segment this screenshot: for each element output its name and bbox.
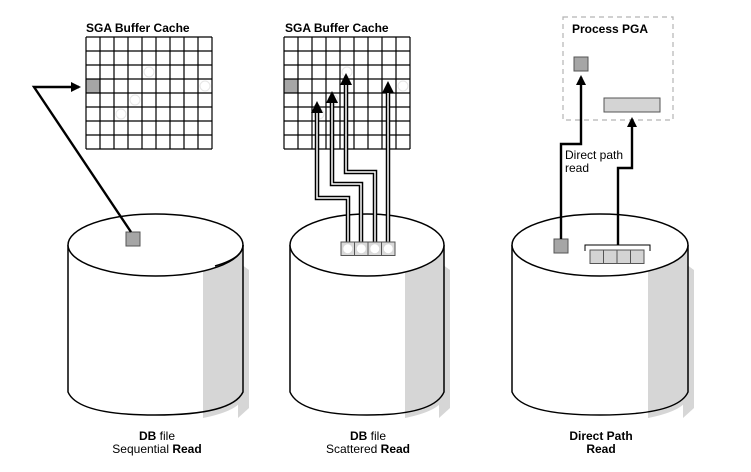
caption-line-1: Direct Path: [569, 429, 632, 443]
cylinder-top: [67, 213, 244, 277]
direct-path-arrow-single: [559, 74, 587, 239]
cache-title: SGA Buffer Cache: [86, 21, 190, 35]
cylinder-body: [289, 245, 445, 416]
free-buffer-slot: [115, 108, 127, 120]
pga-multiblock-buffer: [603, 97, 661, 113]
cylinder-shade: [405, 245, 444, 418]
free-buffer-slot: [143, 66, 155, 78]
caption-line-2: Scattered Read: [326, 442, 410, 456]
disk-block: [125, 231, 141, 247]
scattered-read-arrowheads: [311, 73, 394, 113]
block-marker: [343, 244, 353, 254]
disk-block: [630, 249, 645, 264]
disk-block: [589, 249, 604, 264]
cylinder-shade: [203, 245, 243, 418]
cylinder-body: [511, 245, 689, 416]
block-marker: [370, 244, 380, 254]
arrow-head: [311, 101, 323, 113]
process-pga-box: [562, 16, 674, 121]
caption-line-1: DB file: [139, 429, 175, 443]
multiblock-read-group: [589, 249, 645, 264]
arrow-head: [340, 73, 352, 85]
sequential-read-arrow: [31, 81, 132, 233]
cylinder-shade: [648, 245, 688, 418]
arrow-label-line-1: Direct path: [565, 148, 623, 162]
block-marker: [356, 244, 366, 254]
sga-buffer-cache-grid: [283, 36, 411, 150]
sga-buffer-cache-grid: [85, 36, 213, 150]
direct-path-arrow-multi: [616, 116, 638, 245]
disk-block: [603, 249, 618, 264]
free-buffer-slot: [397, 80, 409, 92]
arrow-head: [382, 81, 394, 93]
pga-title: Process PGA: [572, 22, 648, 36]
cylinder-body: [67, 245, 244, 416]
free-buffer-slot: [129, 94, 141, 106]
cached-block: [86, 79, 100, 93]
db-file-cylinder: [67, 213, 249, 418]
free-buffer-slot: [199, 80, 211, 92]
panel-scattered-read: SGA Buffer Cache DB file Scattered Read: [283, 21, 450, 456]
panel-sequential-read: SGA Buffer Cache DB file Sequential Read: [31, 21, 249, 456]
disk-block: [553, 238, 569, 254]
disk-block: [616, 249, 631, 264]
arrow-head: [326, 91, 338, 103]
caption-line-2: Sequential Read: [112, 442, 201, 456]
multiblock-read-group: [340, 241, 396, 256]
caption-line-2: Read: [586, 442, 615, 456]
cache-title: SGA Buffer Cache: [285, 21, 389, 35]
panel-direct-path-read: Process PGA Direct path read Direct Path…: [511, 16, 694, 456]
caption-line-1: DB file: [350, 429, 386, 443]
pga-block: [573, 56, 589, 72]
arrow-label-line-2: read: [565, 161, 589, 175]
block-marker: [383, 244, 393, 254]
cached-block: [284, 79, 298, 93]
